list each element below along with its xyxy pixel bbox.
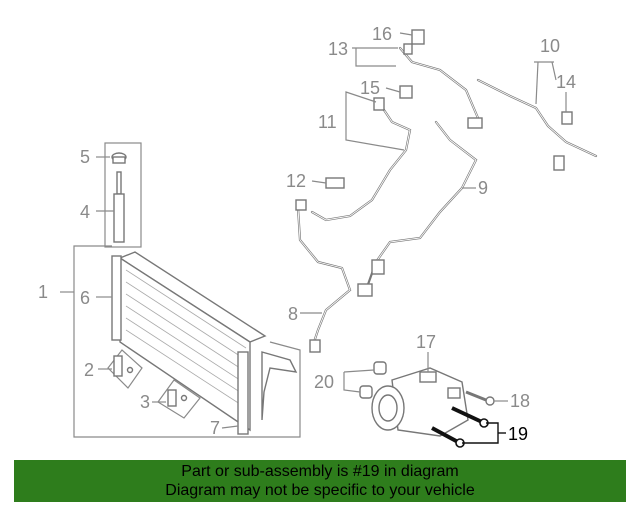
callout-20: 20 (314, 372, 334, 392)
callout-3: 3 (140, 392, 150, 412)
callout-15: 15 (360, 78, 380, 98)
condenser-assembly (60, 245, 301, 438)
callout-6: 6 (80, 288, 90, 308)
callout-11: 11 (318, 112, 337, 132)
callout-9: 9 (478, 178, 488, 198)
bolt-18 (465, 390, 495, 406)
callout-14: 14 (556, 72, 576, 92)
bracket-2 (107, 349, 143, 389)
callout-8: 8 (288, 304, 298, 324)
compressor (371, 367, 469, 437)
banner-line-part: Part or sub-assembly is #19 in diagram (181, 463, 459, 480)
callout-17: 17 (416, 332, 436, 352)
fitting-14 (561, 111, 573, 125)
parts-diagram: 1 2 3 4 5 6 7 8 9 10 11 12 13 14 15 16 1… (38, 24, 598, 448)
callout-12: 12 (286, 171, 306, 191)
banner-line-disclaimer: Diagram may not be specific to your vehi… (165, 482, 475, 499)
refrigerant-lines (295, 46, 598, 353)
bracket-3 (157, 379, 201, 419)
fitting-15 (399, 85, 413, 99)
callout-16: 16 (372, 24, 392, 44)
callout-4: 4 (80, 202, 90, 222)
callout-1: 1 (38, 282, 48, 302)
callout-7: 7 (210, 418, 220, 438)
callout-10: 10 (540, 36, 560, 56)
drier-assembly (104, 142, 142, 248)
callout-18: 18 (510, 391, 530, 411)
callout-5: 5 (80, 147, 90, 167)
callout-13: 13 (328, 39, 348, 59)
leader-lines (96, 32, 567, 444)
callout-19: 19 (508, 424, 528, 444)
info-banner: Part or sub-assembly is #19 in diagram D… (14, 460, 626, 502)
callout-2: 2 (84, 360, 94, 380)
fitting-16 (403, 29, 425, 55)
